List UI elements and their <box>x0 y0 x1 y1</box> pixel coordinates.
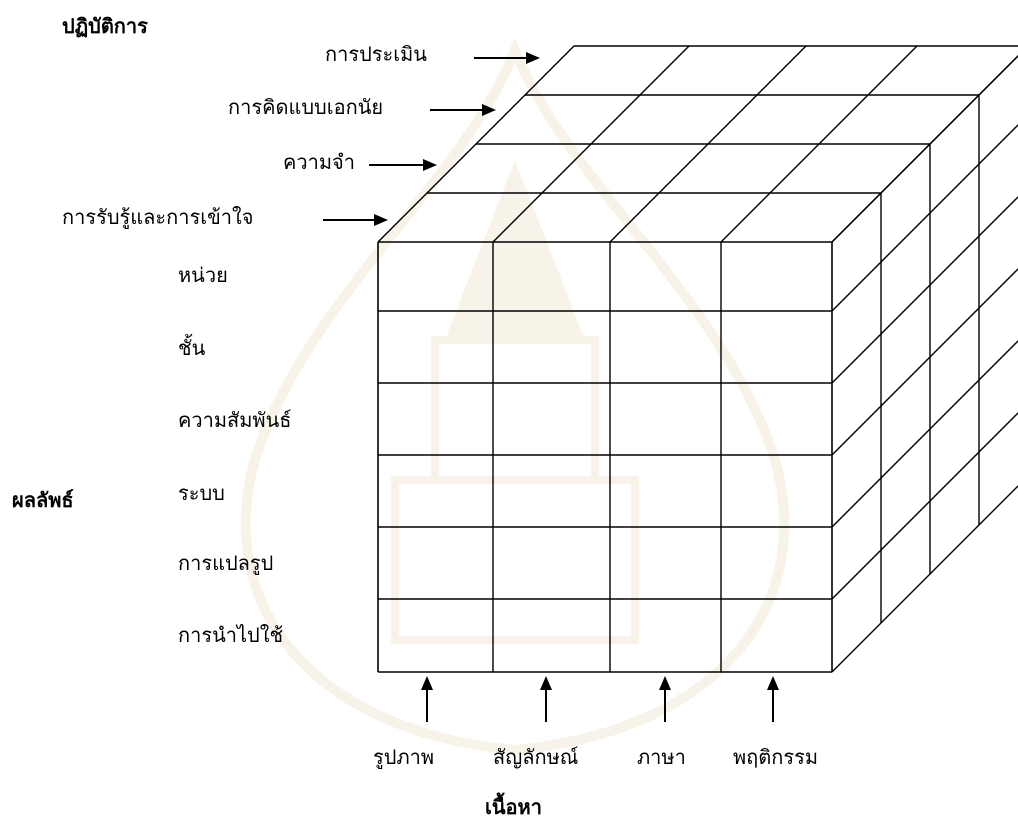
product-label-units: หน่วย <box>178 263 228 287</box>
operation-arrow-head <box>423 159 437 171</box>
axis-title-contents: เนื้อหา <box>485 795 542 819</box>
product-label-implications: การนำไปใช้ <box>178 623 284 647</box>
side-depth-line <box>831 412 1018 600</box>
content-label-figural: รูปภาพ <box>373 745 435 769</box>
operation-arrow-head <box>526 52 540 64</box>
product-label-transformations: การแปลรูป <box>178 551 274 575</box>
side-depth-line <box>831 268 1018 456</box>
content-label-semantic: ภาษา <box>637 745 686 769</box>
university-seal-watermark <box>240 40 790 756</box>
operation-label-convergent: การคิดแบบเอกนัย <box>228 95 384 119</box>
product-label-systems: ระบบ <box>178 481 225 505</box>
operation-arrow-head <box>374 214 388 226</box>
side-depth-line <box>831 196 1018 384</box>
operation-label-memory: ความจำ <box>283 150 355 174</box>
content-label-behavioral: พฤติกรรม <box>733 745 819 769</box>
side-depth-line <box>831 340 1018 528</box>
content-label-symbolic: สัญลักษณ์ <box>493 745 579 769</box>
operation-label-evaluation: การประเมิน <box>325 42 427 66</box>
content-arrow-head <box>659 676 671 690</box>
product-label-relations: ความสัมพันธ์ <box>178 408 292 432</box>
content-arrow-head <box>540 676 552 690</box>
content-arrow-head <box>421 676 433 690</box>
content-arrow-head <box>767 676 779 690</box>
operation-label-cognition: การรับรู้และการเข้าใจ <box>62 205 254 229</box>
operation-arrow-head <box>482 104 496 116</box>
product-label-classes: ชั้น <box>178 336 206 360</box>
axis-title-operations: ปฏิบัติการ <box>62 14 148 38</box>
axis-title-products: ผลลัพธ์ <box>12 488 74 512</box>
